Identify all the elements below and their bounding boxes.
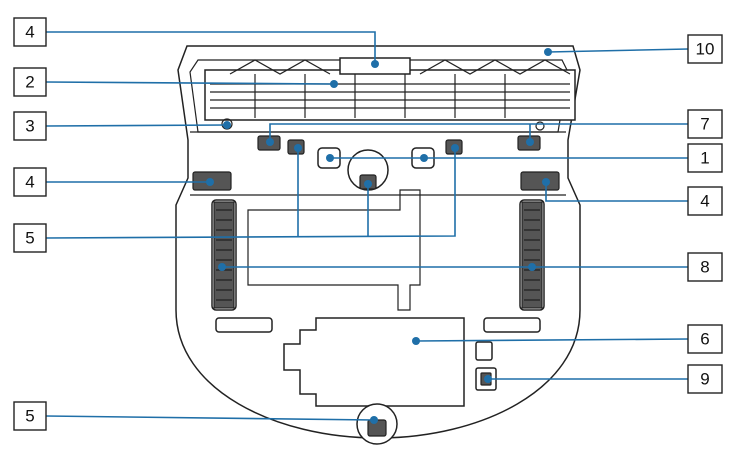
callout-6: 6 bbox=[687, 324, 723, 354]
svg-text:3: 3 bbox=[25, 117, 34, 136]
front-caster bbox=[347, 149, 389, 191]
centre-channel bbox=[247, 189, 421, 311]
callout-9: 9 bbox=[687, 364, 723, 394]
rear-caster bbox=[356, 403, 398, 445]
callout-3: 3 bbox=[13, 111, 47, 141]
svg-text:1: 1 bbox=[700, 149, 709, 168]
slot-right bbox=[483, 317, 541, 333]
brush-screw-right-icon bbox=[535, 121, 545, 131]
callout-4-left: 4 bbox=[13, 167, 47, 197]
callout-5-bottom: 5 bbox=[13, 401, 47, 431]
svg-text:9: 9 bbox=[700, 370, 709, 389]
callout-7: 7 bbox=[687, 109, 723, 139]
drive-wheel-left bbox=[211, 199, 237, 311]
svg-text:10: 10 bbox=[696, 40, 715, 59]
svg-text:2: 2 bbox=[25, 73, 34, 92]
svg-text:4: 4 bbox=[25, 23, 34, 42]
brush-teeth bbox=[210, 59, 571, 118]
callout-1: 1 bbox=[687, 143, 723, 173]
drive-wheel-right bbox=[519, 199, 545, 311]
callout-10: 10 bbox=[687, 34, 723, 64]
svg-text:5: 5 bbox=[25, 407, 34, 426]
power-switch bbox=[475, 341, 497, 391]
callout-2: 2 bbox=[13, 67, 47, 97]
svg-text:4: 4 bbox=[25, 173, 34, 192]
svg-text:5: 5 bbox=[25, 229, 34, 248]
slot-left bbox=[215, 317, 273, 333]
svg-text:6: 6 bbox=[700, 330, 709, 349]
callout-4-top: 4 bbox=[13, 17, 47, 47]
callout-4-right: 4 bbox=[687, 186, 723, 216]
leader-lines bbox=[45, 31, 689, 424]
svg-text:4: 4 bbox=[700, 192, 709, 211]
svg-text:7: 7 bbox=[700, 115, 709, 134]
callout-5-middle: 5 bbox=[13, 223, 47, 253]
callout-8: 8 bbox=[687, 252, 723, 282]
svg-text:8: 8 bbox=[700, 258, 709, 277]
battery-cover bbox=[283, 317, 465, 407]
